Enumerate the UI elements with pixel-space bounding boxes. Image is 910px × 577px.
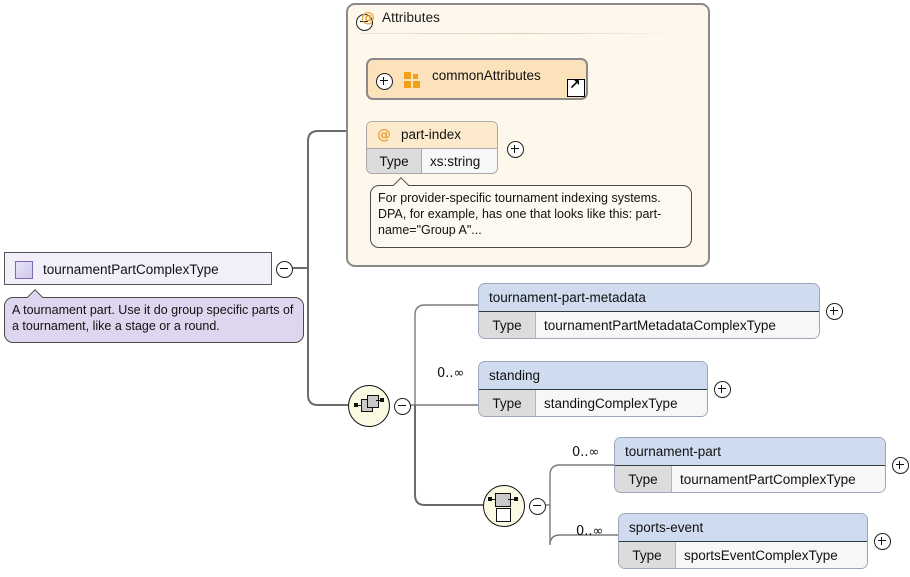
- part-index-annotation-text: For provider-specific tournament indexin…: [378, 191, 662, 237]
- element-type-row: Type tournamentPartComplexType: [615, 466, 885, 492]
- attribute-part-index[interactable]: @ part-index Type xs:string: [366, 121, 498, 174]
- part-index-expand-toggle[interactable]: [507, 141, 524, 158]
- tournament-part-metadata-expand-toggle[interactable]: [826, 303, 843, 320]
- type-key-label: Type: [367, 149, 422, 173]
- occurrence-label: 0..∞: [576, 524, 604, 539]
- element-name-label: standing: [479, 362, 707, 390]
- sequence-collapse-toggle[interactable]: [394, 398, 411, 415]
- root-annotation: A tournament part. Use it do group speci…: [4, 297, 304, 343]
- occurrence-label: 0..∞: [437, 366, 465, 381]
- type-key-label: Type: [619, 542, 676, 568]
- attributes-panel-title: Attributes: [382, 10, 441, 25]
- type-value-label: tournamentPartComplexType: [672, 466, 885, 492]
- choice-compositor-icon[interactable]: [483, 485, 525, 527]
- sports-event-expand-toggle[interactable]: [874, 533, 891, 550]
- sequence-compositor-icon[interactable]: [348, 385, 390, 427]
- element-type-row: Type standingComplexType: [479, 390, 707, 416]
- element-type-row: Type sportsEventComplexType: [619, 542, 867, 568]
- commonattributes-label: commonAttributes: [432, 68, 541, 83]
- part-index-type-row: Type xs:string: [367, 149, 497, 173]
- type-value-label: sportsEventComplexType: [676, 542, 867, 568]
- standing-expand-toggle[interactable]: [714, 381, 731, 398]
- choice-collapse-toggle[interactable]: [529, 498, 546, 515]
- root-complex-type-box[interactable]: tournamentPartComplexType: [4, 252, 272, 285]
- element-standing[interactable]: standing Type standingComplexType: [478, 361, 708, 417]
- root-complex-type-label: tournamentPartComplexType: [43, 262, 219, 277]
- at-symbol-icon: @: [361, 10, 375, 26]
- commonattributes-expand-toggle[interactable]: [376, 73, 393, 90]
- annotation-tail: [393, 176, 411, 186]
- element-name-label: sports-event: [619, 514, 867, 542]
- attributes-divider: [360, 33, 682, 34]
- occurrence-label: 0..∞: [572, 445, 600, 460]
- at-symbol-icon: @: [377, 127, 391, 143]
- complex-type-icon: [15, 261, 33, 279]
- type-value-label: standingComplexType: [536, 390, 707, 416]
- element-name-label: tournament-part-metadata: [479, 284, 819, 312]
- annotation-tail: [27, 288, 45, 298]
- part-index-header: @ part-index: [367, 122, 497, 149]
- part-index-label: part-index: [401, 127, 462, 142]
- attributes-panel: @ Attributes commonAttributes @ part-ind…: [346, 3, 710, 267]
- element-name-label: tournament-part: [615, 438, 885, 466]
- root-annotation-text: A tournament part. Use it do group speci…: [12, 303, 294, 333]
- goto-arrow-icon[interactable]: [567, 77, 585, 97]
- type-key-label: Type: [479, 312, 536, 338]
- part-index-annotation: For provider-specific tournament indexin…: [370, 185, 692, 248]
- attribute-group-commonattributes[interactable]: commonAttributes: [366, 58, 588, 100]
- element-tournament-part[interactable]: tournament-part Type tournamentPartCompl…: [614, 437, 886, 493]
- root-collapse-toggle[interactable]: [276, 261, 293, 278]
- type-value-label: tournamentPartMetadataComplexType: [536, 312, 819, 338]
- tournament-part-expand-toggle[interactable]: [892, 457, 909, 474]
- type-value-label: xs:string: [422, 149, 497, 173]
- element-type-row: Type tournamentPartMetadataComplexType: [479, 312, 819, 338]
- element-sports-event[interactable]: sports-event Type sportsEventComplexType: [618, 513, 868, 569]
- attributes-collapse-toggle[interactable]: [356, 14, 373, 31]
- type-key-label: Type: [615, 466, 672, 492]
- attribute-group-icon: [404, 72, 422, 88]
- type-key-label: Type: [479, 390, 536, 416]
- element-tournament-part-metadata[interactable]: tournament-part-metadata Type tournament…: [478, 283, 820, 339]
